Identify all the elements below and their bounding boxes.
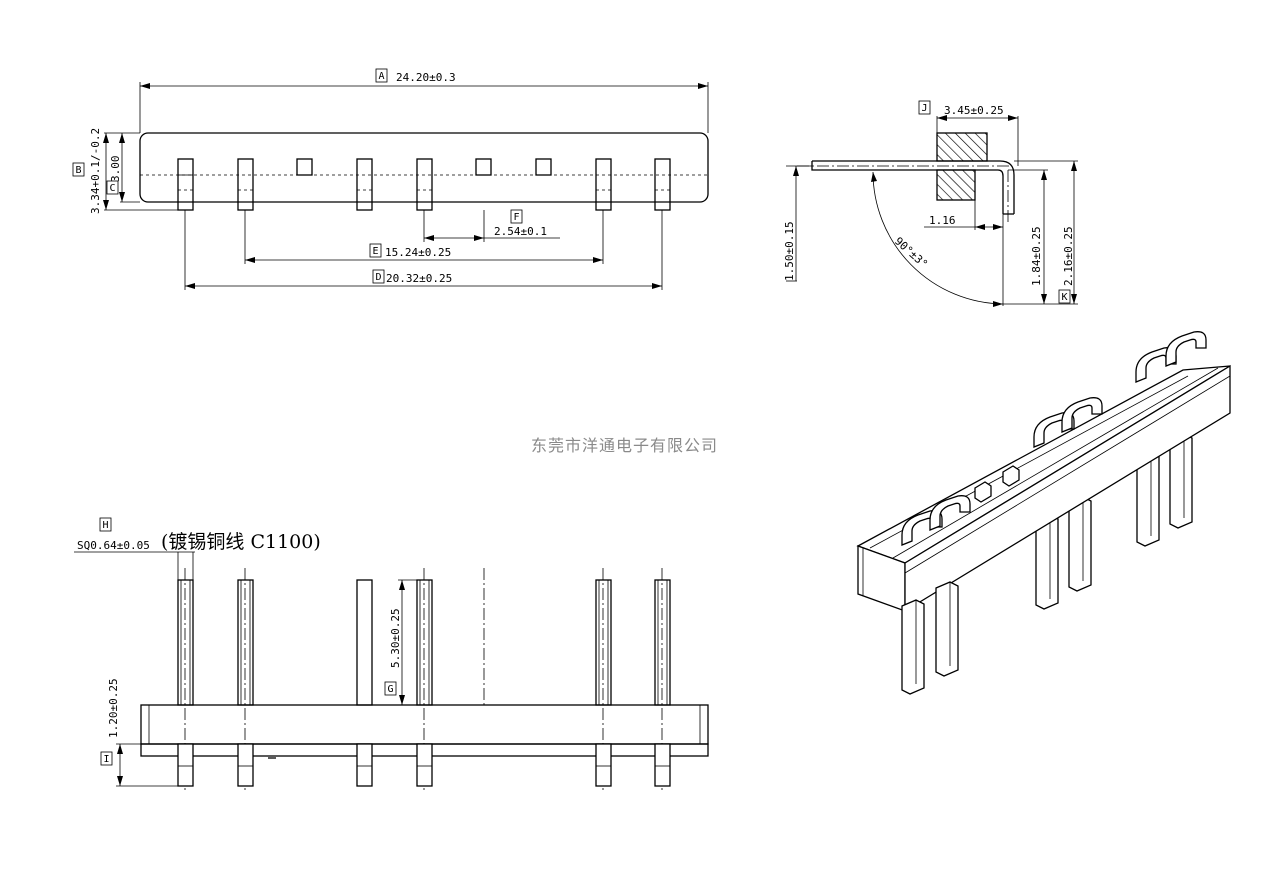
- dim-pitch-value: 1.16: [929, 214, 956, 227]
- top-view: A 24.20±0.3 3.34+0.1/-0.2 3.00 B C F 2.5…: [72, 68, 709, 290]
- dim-tag-g-label: G: [387, 684, 393, 695]
- dim-tag-c: [106, 180, 119, 195]
- dim-tag-k: [1058, 289, 1071, 304]
- dim-tag-b-label: B: [75, 165, 81, 176]
- dim-tag-h: [99, 517, 112, 532]
- dim-tag-g: [384, 681, 397, 696]
- dim-i-value: 1.20±0.25: [107, 678, 120, 738]
- dim-tag-d: [372, 269, 385, 284]
- front-view-body: [140, 704, 709, 745]
- dim-tag-h-label: H: [102, 520, 108, 531]
- dim-c-value: 3.00: [109, 156, 122, 183]
- dim-tag-a: [375, 68, 388, 83]
- dim-d-value: 20.32±0.25: [386, 272, 452, 285]
- dim-tag-b: [72, 162, 85, 177]
- dim-h-value: SQ0.64±0.05: [77, 539, 150, 552]
- dim-tag-i-label: I: [103, 754, 109, 765]
- top-view-body: [139, 132, 709, 203]
- dim-b-value: 3.34+0.1/-0.2: [89, 128, 102, 214]
- dim-angle-value: 90°±3°: [892, 235, 930, 271]
- front-view-lower-pins: [177, 743, 671, 787]
- dim-g-value: 5.30±0.25: [389, 608, 402, 668]
- dim-tag-i: [100, 751, 113, 766]
- top-view-pins: [177, 158, 671, 211]
- dim-k-value: 2.16±0.25: [1062, 226, 1075, 286]
- dim-tag-a-label: A: [378, 71, 384, 82]
- front-view: H SQ0.64±0.05 (镀锡铜线 C1100) 5.30±0.25 G 1…: [74, 517, 709, 790]
- dim-e-value: 15.24±0.25: [385, 246, 451, 259]
- dim-tag-f: [510, 209, 523, 224]
- dim-tag-j-label: J: [921, 103, 927, 114]
- dim-right-height-value: 1.84±0.25: [1030, 226, 1043, 286]
- iso-hooks: [901, 331, 1207, 546]
- iso-pins: [1035, 433, 1193, 610]
- dim-tag-e: [369, 243, 382, 258]
- dim-j-value: 3.45±0.25: [944, 104, 1004, 117]
- dim-tag-d-label: D: [375, 272, 381, 283]
- dim-f-value: 2.54±0.1: [494, 225, 547, 238]
- material-note: (镀锡铜线 C1100): [161, 531, 321, 553]
- dim-tag-c-label: C: [109, 183, 115, 194]
- dim-a-value: 24.20±0.3: [396, 71, 456, 84]
- company-watermark: 东莞市洋通电子有限公司: [531, 436, 718, 455]
- dim-tag-k-label: K: [1061, 292, 1067, 303]
- dim-left-height-value: 1.50±0.15: [783, 221, 796, 281]
- side-view: J 3.45±0.25 1.16 1.50±0.15 1.84±0.25 2.1…: [783, 100, 1078, 307]
- dim-tag-f-label: F: [513, 212, 519, 223]
- iso-body-side: [904, 364, 1231, 613]
- isometric-view: [856, 331, 1231, 695]
- dim-tag-j: [918, 100, 931, 115]
- dim-tag-e-label: E: [372, 246, 378, 257]
